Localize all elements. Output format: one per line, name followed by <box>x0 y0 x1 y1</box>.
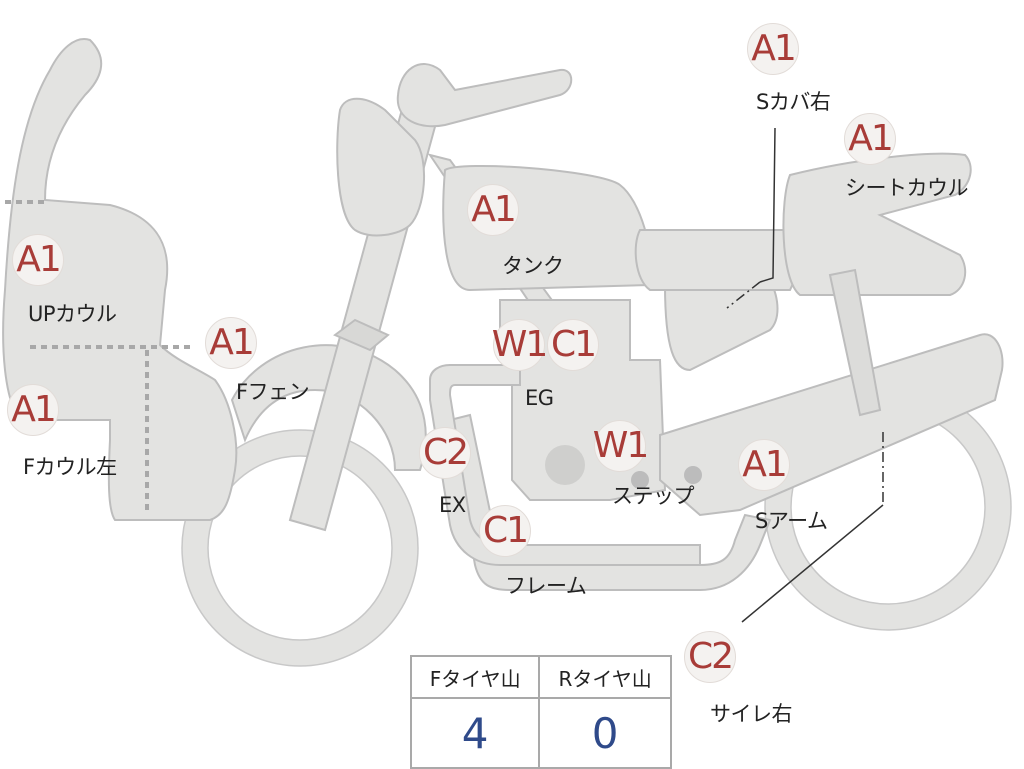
grade-badge-f-cowl-left: A1 <box>7 384 59 436</box>
leader-silencer-lower <box>741 504 884 623</box>
leader-scover-dash <box>726 281 761 309</box>
rear-tyre-value: 0 <box>538 697 672 769</box>
grade-badge-engine-c: C1 <box>547 319 599 371</box>
part-label-scover-right: Sカバ右 <box>756 90 831 114</box>
part-label-silencer-right: サイレ右 <box>710 702 793 726</box>
exhaust-pipe <box>429 364 701 566</box>
engine-cover <box>545 445 585 485</box>
part-label-tank: タンク <box>502 254 564 278</box>
tyre-tread-table: Fタイヤ山 Rタイヤ山 4 0 <box>409 655 672 769</box>
leader-scover <box>759 127 776 283</box>
grade-badge-up-cowl: A1 <box>12 234 64 286</box>
part-label-swingarm: Sアーム <box>755 509 828 533</box>
front-fender-shape <box>230 344 427 471</box>
upper-cowl-fairing <box>2 38 238 521</box>
front-wheel-inner-outline <box>207 455 393 641</box>
grade-badge-silencer-right: C2 <box>684 631 736 683</box>
rear-shock <box>828 268 882 417</box>
rear-tyre-header: Rタイヤ山 <box>538 655 672 699</box>
seat-cowl-shape <box>782 152 972 296</box>
fairing-seams <box>5 200 190 515</box>
leader-lines <box>726 127 884 623</box>
tyre-table-header-row: Fタイヤ山 Rタイヤ山 <box>409 655 672 699</box>
part-label-frame: フレーム <box>505 574 587 598</box>
tyre-table-value-row: 4 0 <box>409 697 672 769</box>
fork-slider <box>333 318 390 352</box>
grade-badge-engine-w: W1 <box>492 319 548 371</box>
part-label-f-cowl-left: Fカウル左 <box>23 455 117 479</box>
footpeg-rear <box>684 466 702 484</box>
part-label-seat-cowl: シートカウル <box>845 176 969 200</box>
grade-badge-seat-cowl: A1 <box>844 113 896 165</box>
rear-cowl-panel <box>663 278 779 372</box>
grade-badge-f-fender: A1 <box>205 317 257 369</box>
footpeg-front <box>631 471 649 489</box>
part-label-engine: EG <box>525 386 554 410</box>
front-tyre-header: Fタイヤ山 <box>409 655 541 699</box>
part-label-step: ステップ <box>612 484 695 508</box>
part-label-up-cowl: UPカウル <box>28 302 117 326</box>
part-label-exhaust: EX <box>439 493 466 517</box>
grade-badge-frame: C1 <box>479 505 531 557</box>
headlight <box>336 97 426 237</box>
grade-badge-step: W1 <box>593 420 649 472</box>
handlebar <box>396 63 573 128</box>
front-wheel-outline <box>181 429 419 667</box>
grade-badge-scover-right: A1 <box>747 23 799 75</box>
front-wheel <box>182 430 418 666</box>
grade-badge-swingarm: A1 <box>738 439 790 491</box>
grade-badge-exhaust: C2 <box>419 427 471 479</box>
part-label-f-fender: Fフェン <box>236 380 310 404</box>
grade-badge-tank: A1 <box>467 184 519 236</box>
front-tyre-value: 4 <box>409 697 541 769</box>
